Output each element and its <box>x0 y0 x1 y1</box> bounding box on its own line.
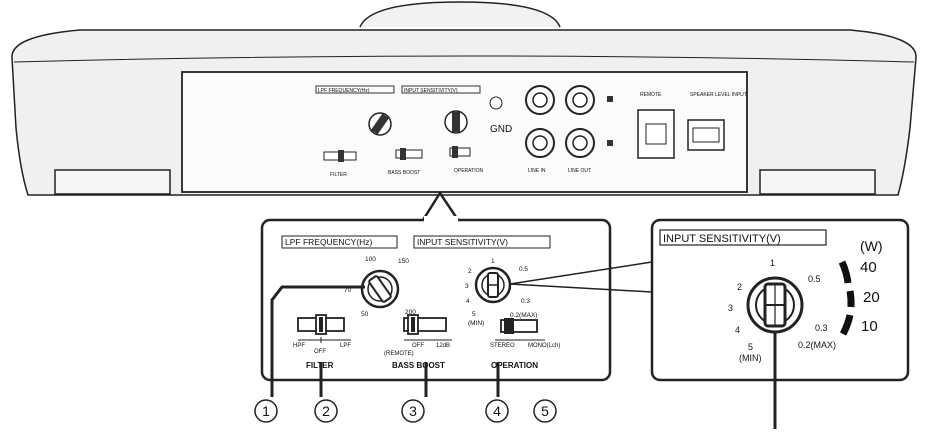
rear-panel: LPF FREQUENCY(Hz) INPUT SENSITIVITY(V) G… <box>315 85 747 178</box>
rear-gnd-label: GND <box>490 124 512 135</box>
detail-lpf-knob-indicator <box>368 275 392 303</box>
rear-line-out-label: LINE OUT <box>568 168 591 174</box>
detail-filter-opt-off: OFF <box>314 349 326 355</box>
rca-jack-line-in-l[interactable] <box>525 85 555 115</box>
rca-jack-line-out-l[interactable] <box>565 85 595 115</box>
detail-sens-tick-0-5: 0.5 <box>519 266 528 273</box>
rear-operation-label: OPERATION <box>454 168 483 174</box>
zoom-tick-2: 2 <box>737 282 742 292</box>
detail-sens-title: INPUT SENSITIVITY(V) <box>417 237 508 247</box>
detail-lpf-tick-100: 100 <box>365 256 376 263</box>
rear-sens-label-box <box>401 85 481 94</box>
rear-sens-knob-indicator <box>452 112 460 132</box>
watt-bar-10 <box>839 314 854 336</box>
detail-lpf-tick-70: 70 <box>344 287 352 294</box>
detail-filter-opt-hpf: HPF <box>293 343 305 349</box>
callout-badge-1 <box>254 399 278 423</box>
zoom-watt-40: 40 <box>860 259 877 276</box>
callout-number-5: 5 <box>541 403 549 419</box>
detail-sens-tick-4: 4 <box>466 298 470 305</box>
detail-sens-tick-min: (MIN) <box>468 320 484 327</box>
rear-operation-switch[interactable] <box>449 147 471 157</box>
detail-filter-opt-lpf: LPF <box>340 343 351 349</box>
rear-lpf-label: LPF FREQUENCY(Hz) <box>318 88 370 94</box>
rear-lpf-knob-indicator <box>370 113 390 135</box>
detail-lpf-tick-150: 150 <box>398 258 409 265</box>
detail-sens-tick-0-3: 0.3 <box>521 298 530 305</box>
callout-badge-2 <box>314 399 338 423</box>
zoom-tick-min: (MIN) <box>739 353 762 363</box>
zoom-watt-10: 10 <box>861 318 878 335</box>
speaker-level-input-connector[interactable] <box>687 119 725 151</box>
callout-badge-5 <box>533 399 557 423</box>
watt-bar-20 <box>846 290 855 308</box>
rear-remote-label: REMOTE <box>640 92 662 98</box>
zoom-tick-1: 1 <box>770 258 775 268</box>
zoom-tick-5: 5 <box>748 342 753 352</box>
zoom-title-box <box>659 229 827 246</box>
detail-operation-switch-knob[interactable] <box>504 318 514 334</box>
gnd-terminal[interactable] <box>489 96 503 110</box>
remote-connector[interactable] <box>637 109 675 159</box>
zoom-tick-4: 4 <box>735 325 740 335</box>
callout-number-1: 1 <box>262 403 270 419</box>
zoom-leader-lines <box>509 261 653 293</box>
detail-bass-boost-label: BASS BOOST <box>392 361 445 370</box>
detail-lpf-title: LPF FREQUENCY(Hz) <box>285 237 373 247</box>
callout-number-3: 3 <box>409 403 417 419</box>
zoom-tick-0-3: 0.3 <box>815 323 828 333</box>
detail-sens-title-box <box>413 235 551 249</box>
detail-lpf-title-box <box>281 235 398 249</box>
detail-sens-tick-0-2max: 0.2(MAX) <box>510 312 537 319</box>
zoom-watt-unit: (W) <box>860 238 883 254</box>
detail-bass-opt-off: OFF <box>412 343 424 349</box>
rear-bass-boost-label: BASS BOOST <box>388 170 420 176</box>
detail-pointer <box>421 190 460 221</box>
watt-bar-40 <box>838 260 852 284</box>
detail-operation-opt-mono: MONO(Lch) <box>528 343 560 349</box>
callout-badge-3 <box>401 399 425 423</box>
channel-l-marker <box>607 96 613 102</box>
detail-lpf-tick-200: 200 <box>405 309 416 316</box>
zoom-tick-0-5: 0.5 <box>808 274 821 284</box>
zoom-watt-20: 20 <box>863 289 880 306</box>
rear-speaker-input-label: SPEAKER LEVEL INPUT <box>690 92 747 98</box>
detail-panel: LPF FREQUENCY(Hz) INPUT SENSITIVITY(V) 5… <box>260 190 612 382</box>
zoom-tick-3: 3 <box>728 303 733 313</box>
detail-sens-tick-3: 3 <box>465 283 469 290</box>
detail-bass-opt-remote: (REMOTE) <box>384 351 414 357</box>
rear-line-in-label: LINE IN <box>528 168 546 174</box>
zoom-panel: INPUT SENSITIVITY(V) 1 0.5 0.3 0.2(MAX) … <box>650 218 910 382</box>
zoom-title: INPUT SENSITIVITY(V) <box>663 233 781 245</box>
rear-bass-boost-switch[interactable] <box>395 149 423 159</box>
rear-filter-label: FILTER <box>330 172 347 178</box>
amplifier-body <box>11 1 917 196</box>
rca-jack-line-in-r[interactable] <box>525 128 555 158</box>
callout-numbers: 1 2 3 4 5 <box>254 399 557 423</box>
callout-number-2: 2 <box>322 403 330 419</box>
rear-lpf-label-box <box>315 85 395 94</box>
detail-sens-tick-5: 5 <box>472 311 476 318</box>
callouts <box>270 285 777 429</box>
callout-badge-4 <box>485 399 509 423</box>
detail-operation-label: OPERATION <box>491 361 538 370</box>
detail-lpf-tick-50: 50 <box>361 311 369 318</box>
zoom-tick-0-2max: 0.2(MAX) <box>798 340 836 350</box>
detail-sens-tick-1: 1 <box>491 258 495 265</box>
rear-sens-label: INPUT SENSITIVITY(V) <box>404 88 458 94</box>
callout-leader-1 <box>270 285 365 397</box>
detail-bass-opt-12db: 12dB <box>436 343 450 349</box>
detail-sens-tick-2: 2 <box>468 268 472 275</box>
channel-r-marker <box>607 140 613 146</box>
callout-number-4: 4 <box>493 403 501 419</box>
detail-operation-opt-stereo: STEREO <box>490 343 515 349</box>
rca-jack-line-out-r[interactable] <box>565 128 595 158</box>
